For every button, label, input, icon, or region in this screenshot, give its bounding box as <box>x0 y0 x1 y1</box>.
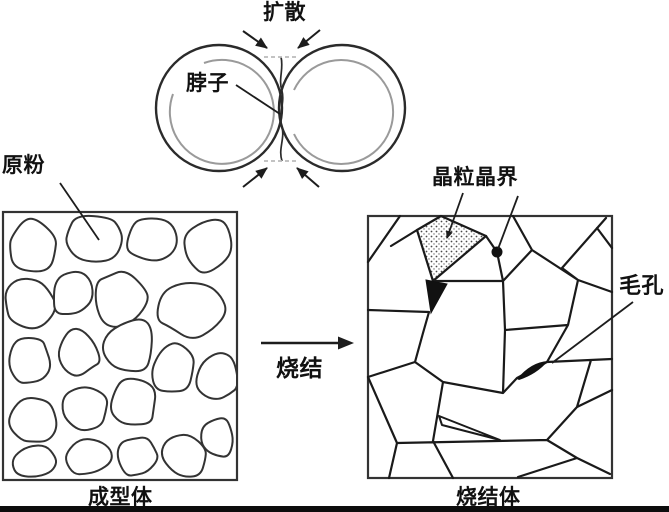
diffusion-arrow-bottom-left <box>242 167 268 188</box>
grain-pointer-line <box>446 192 464 239</box>
diffusion-arrow-bottom-right <box>296 167 320 188</box>
powder-particle <box>109 377 157 426</box>
needle-grain <box>438 415 501 441</box>
neck-dashed-guides <box>264 56 299 162</box>
sintered-body-box <box>366 192 634 480</box>
two-particle-neck-model <box>154 29 407 188</box>
powder-particle <box>160 433 207 478</box>
powder-particle <box>101 318 153 373</box>
powder-particle <box>195 352 236 400</box>
diffusion-arrow-top-right <box>297 29 321 49</box>
pore-pointer-line <box>551 301 634 364</box>
powder-particles <box>4 214 236 478</box>
right-particle-outline <box>277 43 407 173</box>
neck-wavy-boundary <box>279 56 284 162</box>
process-arrow <box>261 336 354 350</box>
boundary-pointer-line <box>497 195 519 250</box>
powder-particle <box>65 214 123 263</box>
diffusion-label: 扩散 <box>263 0 306 24</box>
grain-boundary-label: 晶粒晶界 <box>432 165 518 189</box>
lens-pore <box>517 361 548 380</box>
powder-particle <box>156 282 227 339</box>
powder-particle <box>4 277 57 330</box>
powder-particle <box>8 337 52 384</box>
neck-pointer-line <box>235 84 281 115</box>
powder-particle <box>8 397 58 443</box>
process-arrow-head <box>338 336 354 350</box>
powder-particle <box>11 444 58 478</box>
powder-particle <box>126 217 178 262</box>
left-particle-outline <box>154 43 284 173</box>
triangle-pore <box>425 279 448 315</box>
raw-powder-label: 原粉 <box>2 153 45 177</box>
green-body-box <box>1 182 239 482</box>
powder-particle <box>151 342 195 393</box>
sintered-body-border <box>366 214 614 480</box>
powder-particle <box>61 386 109 432</box>
powder-particle <box>183 218 233 274</box>
powder-particle <box>65 438 113 476</box>
powder-particle <box>52 270 94 316</box>
grain-boundary-dot <box>491 246 503 258</box>
powder-particle <box>116 436 159 477</box>
right-inner-boundary-arc <box>293 59 395 165</box>
diffusion-arrows <box>242 29 321 188</box>
sintered-body-caption: 烧结体 <box>456 485 521 509</box>
powder-particle <box>57 327 101 377</box>
sintering-label: 烧结 <box>276 356 323 382</box>
powder-particle <box>9 217 57 273</box>
diffusion-arrow-top-left <box>242 30 268 49</box>
powder-particle <box>94 270 149 328</box>
green-body-caption: 成型体 <box>88 485 153 509</box>
powder-particle <box>200 417 234 458</box>
pore-label: 毛孔 <box>619 274 665 299</box>
bottom-edge-bar <box>0 506 669 512</box>
left-inner-boundary-arc <box>168 58 275 165</box>
neck-label: 脖子 <box>186 71 229 95</box>
raw-powder-pointer-line <box>59 182 100 241</box>
